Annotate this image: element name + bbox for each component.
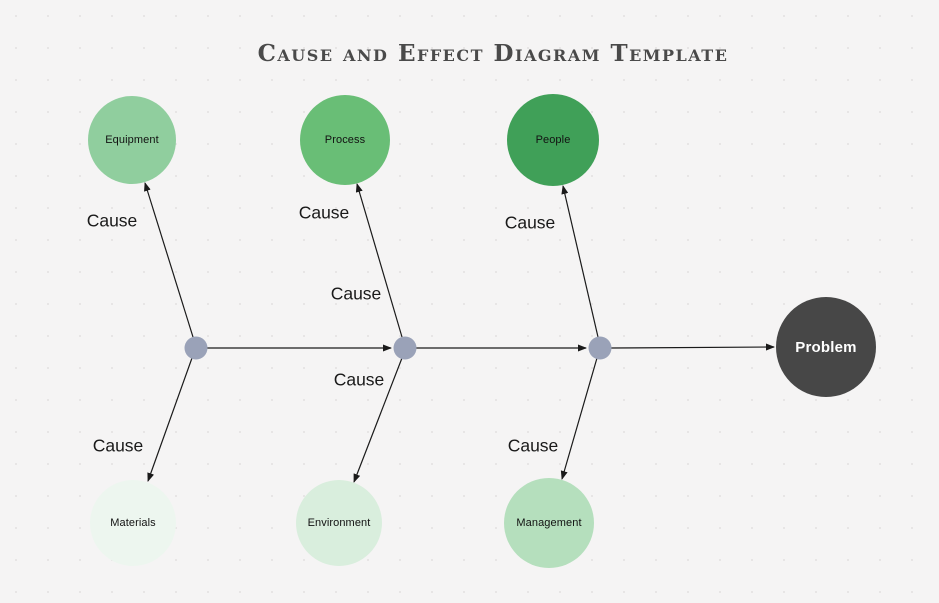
branch-management: [560, 357, 598, 480]
branch-people: [561, 185, 599, 338]
category-node-materials[interactable]: Materials: [90, 480, 176, 566]
category-node-environment[interactable]: Environment: [296, 480, 382, 566]
effect-label-problem: Problem: [795, 338, 857, 356]
category-node-equipment[interactable]: Equipment: [88, 96, 176, 184]
cause-label-mid-upper[interactable]: Cause: [330, 283, 382, 304]
category-label-environment: Environment: [307, 517, 371, 529]
category-node-management[interactable]: Management: [504, 478, 594, 568]
cause-label-materials[interactable]: Cause: [92, 435, 144, 456]
cause-label-management[interactable]: Cause: [507, 435, 559, 456]
category-label-management: Management: [516, 517, 582, 529]
junction-node-3: [588, 336, 612, 360]
branch-process: [355, 183, 403, 338]
category-label-materials: Materials: [110, 517, 156, 529]
branch-materials: [147, 357, 193, 482]
branch-environment: [353, 357, 403, 483]
effect-node-problem[interactable]: Problem: [776, 297, 876, 397]
cause-label-people[interactable]: Cause: [504, 212, 556, 233]
category-label-equipment: Equipment: [105, 134, 159, 146]
branch-equipment: [144, 182, 194, 338]
category-label-process: Process: [324, 134, 366, 146]
cause-label-mid-lower[interactable]: Cause: [333, 369, 385, 390]
category-node-process[interactable]: Process: [300, 95, 390, 185]
junction-node-1: [184, 336, 208, 360]
spine-junctions: [184, 336, 612, 360]
category-label-people: People: [535, 134, 571, 146]
spine-segment-3: [610, 343, 775, 351]
junction-node-2: [393, 336, 417, 360]
cause-label-process[interactable]: Cause: [298, 202, 350, 223]
diagram-title: Cause and Effect Diagram Template: [257, 40, 729, 67]
cause-label-equipment[interactable]: Cause: [86, 210, 138, 231]
category-node-people[interactable]: People: [507, 94, 599, 186]
